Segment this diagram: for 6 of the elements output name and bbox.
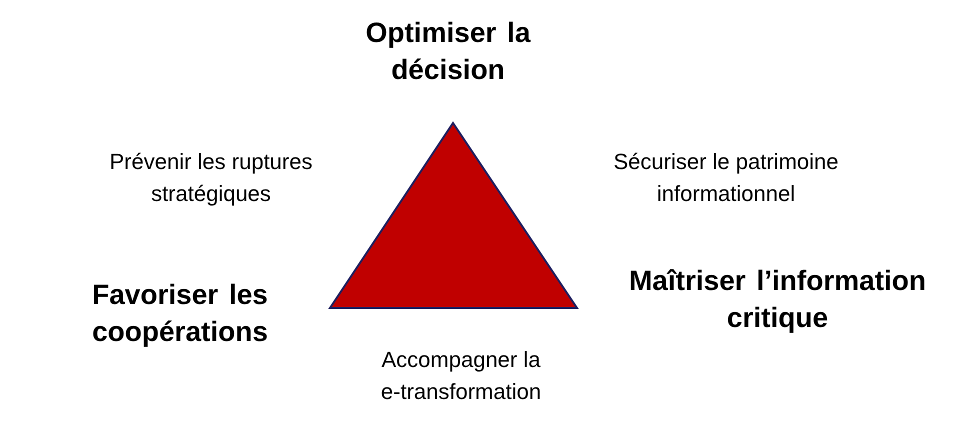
body-text: Sécuriser le patrimoine informationnel — [612, 148, 840, 208]
heading-text: Optimiser la décision — [364, 16, 532, 87]
heading-text: Favoriser les coopérations — [91, 278, 269, 349]
heading-text: Maîtriser l’information critique — [628, 264, 928, 335]
body-text: Accompagner la e-transformation — [380, 346, 542, 406]
body-text: Prévenir les ruptures stratégiques — [108, 148, 314, 208]
